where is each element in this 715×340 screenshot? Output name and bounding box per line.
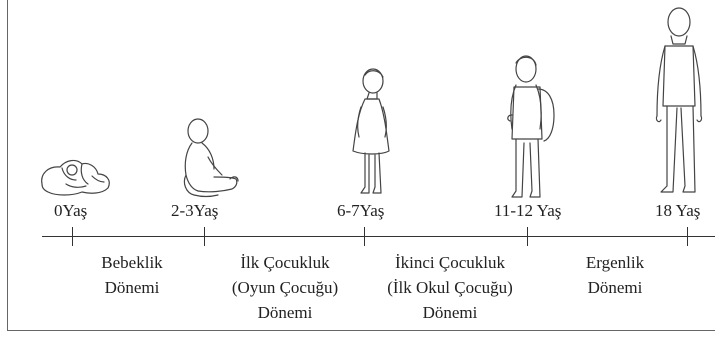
period-label-middle-childhood: İkinci Çocukluk (İlk Okul Çocuğu) Dönemi bbox=[360, 250, 540, 325]
period-line: (İlk Okul Çocuğu) bbox=[387, 278, 513, 297]
period-line: (Oyun Çocuğu) bbox=[231, 278, 339, 297]
period-line: İkinci Çocukluk bbox=[394, 253, 505, 272]
period-line: Bebeklik bbox=[101, 253, 163, 272]
period-line: Dönemi bbox=[104, 278, 160, 297]
age-label-0: 0Yaş bbox=[54, 201, 88, 220]
age-label-2: 6-7Yaş bbox=[337, 201, 385, 220]
axis-tick bbox=[527, 227, 528, 246]
frame-border-bottom bbox=[7, 330, 715, 331]
age-label-3: 11-12 Yaş bbox=[494, 201, 562, 220]
axis-tick bbox=[364, 227, 365, 246]
period-label-adolescence: Ergenlik Dönemi bbox=[560, 250, 670, 300]
frame-border-left bbox=[7, 0, 8, 331]
schoolchild-with-backpack-figure bbox=[504, 55, 556, 201]
period-label-early-childhood: İlk Çocukluk (Oyun Çocuğu) Dönemi bbox=[200, 250, 370, 325]
age-label-1: 2-3Yaş bbox=[171, 201, 219, 220]
period-line: Dönemi bbox=[257, 303, 313, 322]
infant-figure bbox=[36, 150, 116, 198]
adolescent-figure bbox=[651, 6, 707, 199]
toddler-figure bbox=[178, 117, 243, 199]
axis-tick bbox=[204, 227, 205, 246]
axis-tick bbox=[687, 227, 688, 246]
period-line: Dönemi bbox=[422, 303, 478, 322]
child-figure bbox=[351, 67, 391, 199]
period-line: İlk Çocukluk bbox=[240, 253, 330, 272]
timeline-axis bbox=[42, 236, 715, 237]
axis-tick bbox=[72, 227, 73, 246]
period-line: Ergenlik bbox=[585, 253, 645, 272]
age-label-4: 18 Yaş bbox=[655, 201, 701, 220]
period-label-infancy: Bebeklik Dönemi bbox=[80, 250, 184, 300]
period-line: Dönemi bbox=[587, 278, 643, 297]
